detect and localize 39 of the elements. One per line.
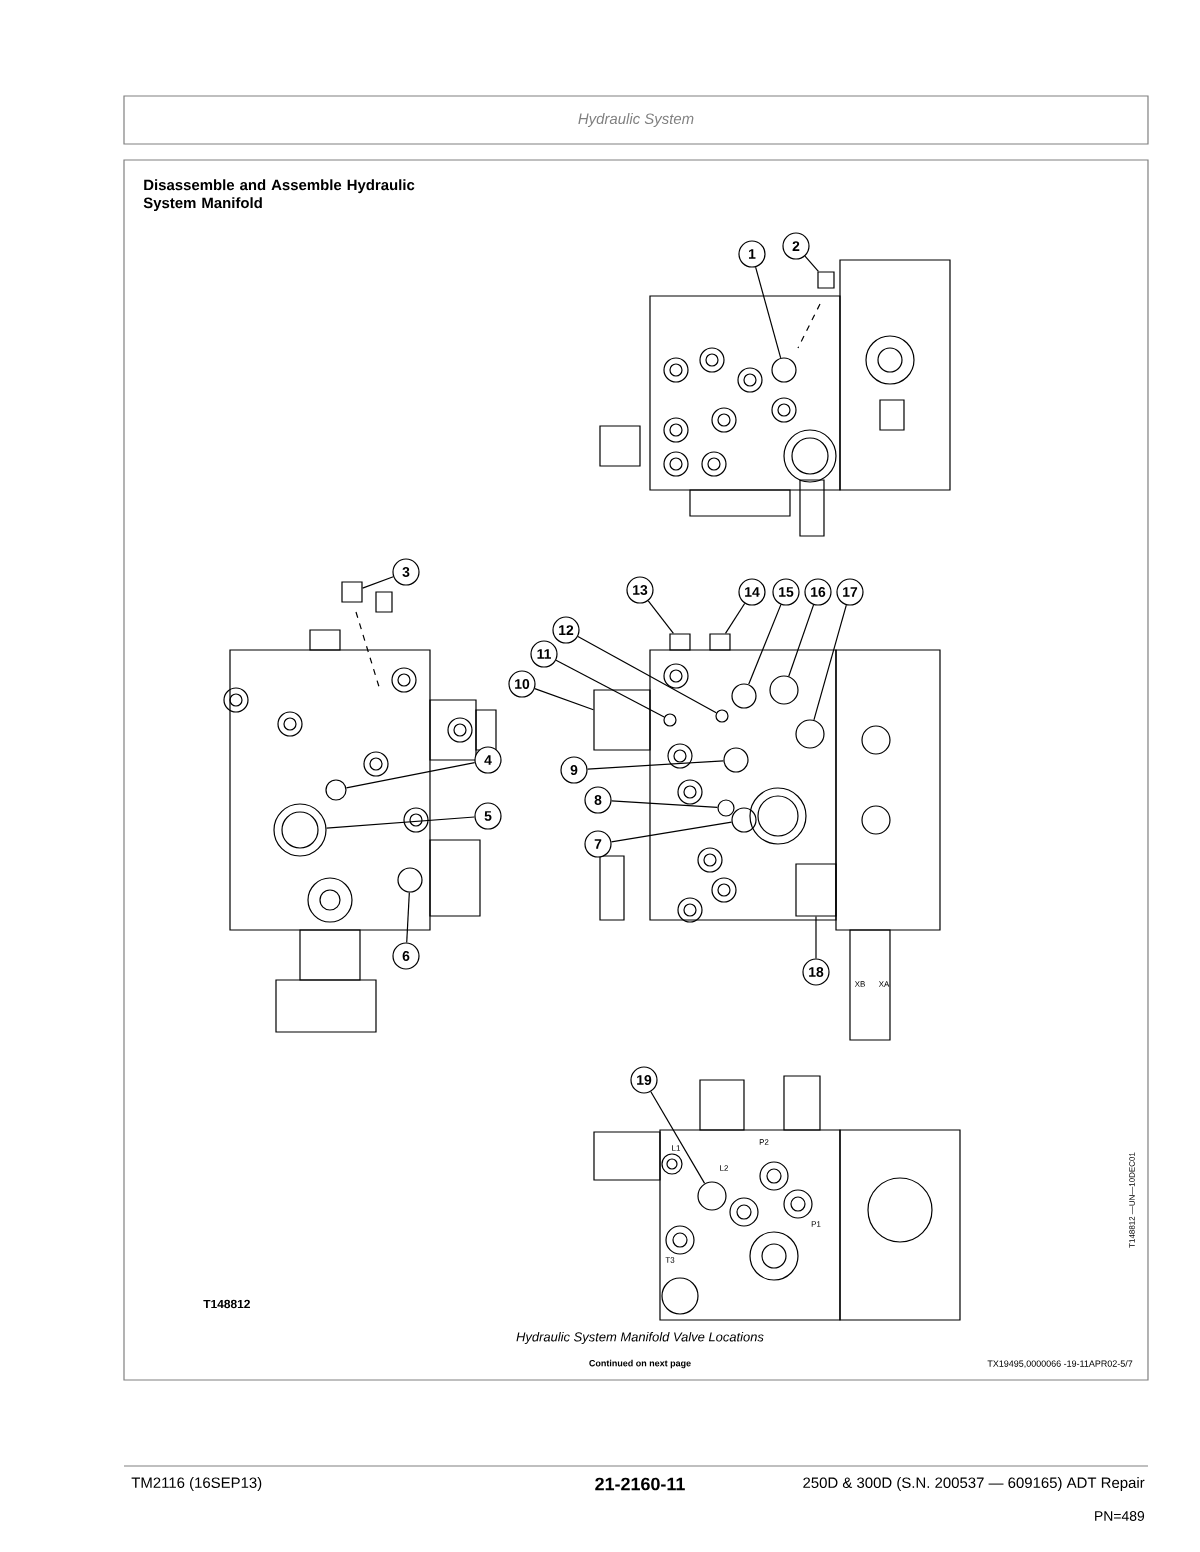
- leader-line: [610, 800, 718, 809]
- port: [731, 683, 757, 709]
- port: [771, 357, 797, 383]
- port: [325, 779, 347, 801]
- leader-line: [813, 604, 847, 721]
- port: [273, 803, 327, 857]
- leader-line: [555, 659, 665, 718]
- leader-line: [650, 1091, 706, 1184]
- leader-line: [534, 688, 594, 711]
- port: [717, 799, 735, 817]
- port: [769, 675, 799, 705]
- leader-line: [788, 604, 815, 677]
- port: [731, 807, 757, 833]
- port: [397, 867, 423, 893]
- leader-line: [610, 821, 733, 843]
- fitting: [593, 689, 651, 751]
- leader-line: [406, 892, 410, 944]
- page-number: 21-2160-11: [595, 1477, 685, 1491]
- leader-line: [345, 762, 476, 789]
- leader-line: [647, 600, 674, 634]
- fitting: [341, 581, 363, 603]
- leader-line: [804, 255, 819, 272]
- leader-line: [724, 602, 746, 634]
- leader-line: [755, 266, 782, 359]
- fitting: [669, 633, 691, 651]
- leader-line: [586, 760, 724, 770]
- leader-line: [325, 816, 476, 829]
- leader-line: [577, 635, 717, 714]
- leader-line: [362, 576, 394, 589]
- leader-line: [815, 916, 817, 959]
- port: [697, 1181, 727, 1211]
- port: [795, 719, 825, 749]
- fitting: [709, 633, 731, 651]
- fitting: [795, 863, 837, 917]
- port: [723, 747, 749, 773]
- leader-line: [748, 604, 782, 685]
- fitting: [817, 271, 835, 289]
- port: [715, 709, 729, 723]
- port: [663, 713, 677, 727]
